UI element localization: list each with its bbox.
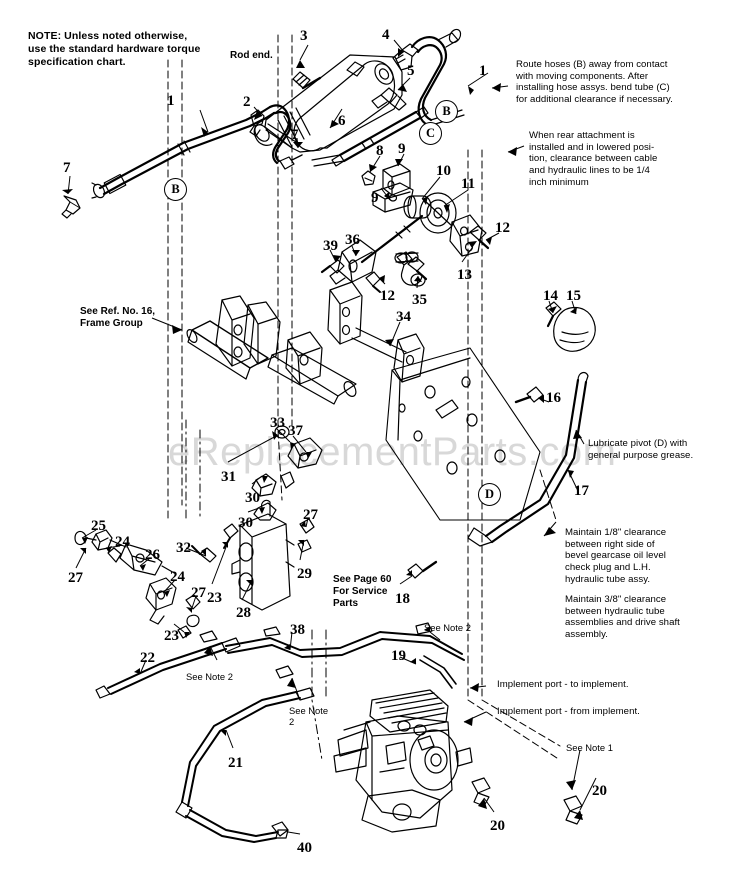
see-note-1-label: See Note 1 — [566, 742, 613, 753]
clearance-3-8-note: Maintain 3/8" clearance between hydrauli… — [565, 594, 680, 641]
callout-number: 13 — [457, 267, 472, 283]
callout-number: 12 — [380, 288, 395, 304]
callout-number: 4 — [382, 27, 390, 43]
rod-end-label: Rod end. — [230, 50, 273, 61]
callout-number: 24 — [115, 534, 130, 550]
callout-number: 39 — [323, 238, 338, 254]
callout-number: 29 — [297, 566, 312, 582]
hose-routing-note: Route hoses (B) away from contact with m… — [516, 59, 673, 106]
callout-number: 22 — [140, 650, 155, 666]
callout-number: 2 — [243, 94, 251, 110]
callout-number: 33 — [270, 415, 285, 431]
callout-number: 3 — [300, 28, 308, 44]
rear-attachment-note: When rear attachment is installed and in… — [529, 130, 658, 188]
header-note: NOTE: Unless noted otherwise, use the st… — [28, 30, 201, 68]
callout-number: 24 — [170, 569, 185, 585]
callout-number: 20 — [592, 783, 607, 799]
service-parts-ref: See Page 60 For Service Parts — [333, 574, 392, 610]
callout-number: 6 — [338, 113, 346, 129]
frame-group-ref: See Ref. No. 16, Frame Group — [80, 306, 156, 330]
callout-number: 31 — [221, 469, 236, 485]
callout-number: 11 — [461, 176, 476, 192]
callout-number: 18 — [395, 591, 410, 607]
callout-number: 20 — [490, 818, 505, 834]
callout-number: 37 — [288, 423, 303, 439]
callout-number: 17 — [574, 483, 589, 499]
callout-number: 10 — [436, 163, 451, 179]
callout-number: 16 — [546, 390, 561, 406]
callout-number: 7 — [291, 127, 299, 143]
callout-number: 40 — [297, 840, 312, 856]
callout-number: 27 — [303, 507, 318, 523]
callout-number: 15 — [566, 288, 581, 304]
callout-number: 35 — [412, 292, 427, 308]
callout-number: 9 — [371, 190, 379, 206]
callout-number: 27 — [191, 585, 206, 601]
lubricate-note: Lubricate pivot (D) with general purpose… — [588, 438, 694, 461]
implement-port-from-label: Implement port - from implement. — [497, 706, 640, 717]
implement-port-to-label: Implement port - to implement. — [497, 679, 629, 690]
callout-number: 1 — [479, 63, 487, 79]
callout-number: 27 — [68, 570, 83, 586]
callout-number: 36 — [345, 232, 360, 248]
see-note-2-label-b: See Note 2 — [424, 622, 471, 633]
callout-number: 23 — [164, 628, 179, 644]
callout-number: 21 — [228, 755, 243, 771]
callout-number: 19 — [391, 648, 406, 664]
reference-balloon: B — [435, 100, 458, 123]
callout-number: 9 — [398, 141, 406, 157]
callout-number: 14 — [543, 288, 558, 304]
callout-number: 23 — [207, 590, 222, 606]
callout-number: 38 — [290, 622, 305, 638]
callout-number: 25 — [91, 518, 106, 534]
callout-number: 34 — [396, 309, 411, 325]
callout-number: 7 — [63, 160, 71, 176]
callout-number: 26 — [145, 547, 160, 563]
reference-balloon: C — [419, 122, 442, 145]
see-note-2-label-a: See Note 2 — [186, 671, 233, 682]
see-note-2-label-c: See Note 2 — [289, 705, 329, 728]
reference-balloon: B — [164, 178, 187, 201]
watermark: eReplacementParts.com — [168, 430, 617, 474]
callout-number: 30 — [238, 515, 253, 531]
callout-number: 12 — [495, 220, 510, 236]
callout-number: 8 — [376, 143, 384, 159]
callout-number: 5 — [407, 63, 415, 79]
callout-number: 32 — [176, 540, 191, 556]
callout-number: 1 — [167, 93, 175, 109]
callout-number: 28 — [236, 605, 251, 621]
callout-number: 30 — [245, 490, 260, 506]
clearance-1-8-note: Maintain 1/8" clearance between right si… — [565, 527, 667, 585]
reference-balloon: D — [478, 483, 501, 506]
